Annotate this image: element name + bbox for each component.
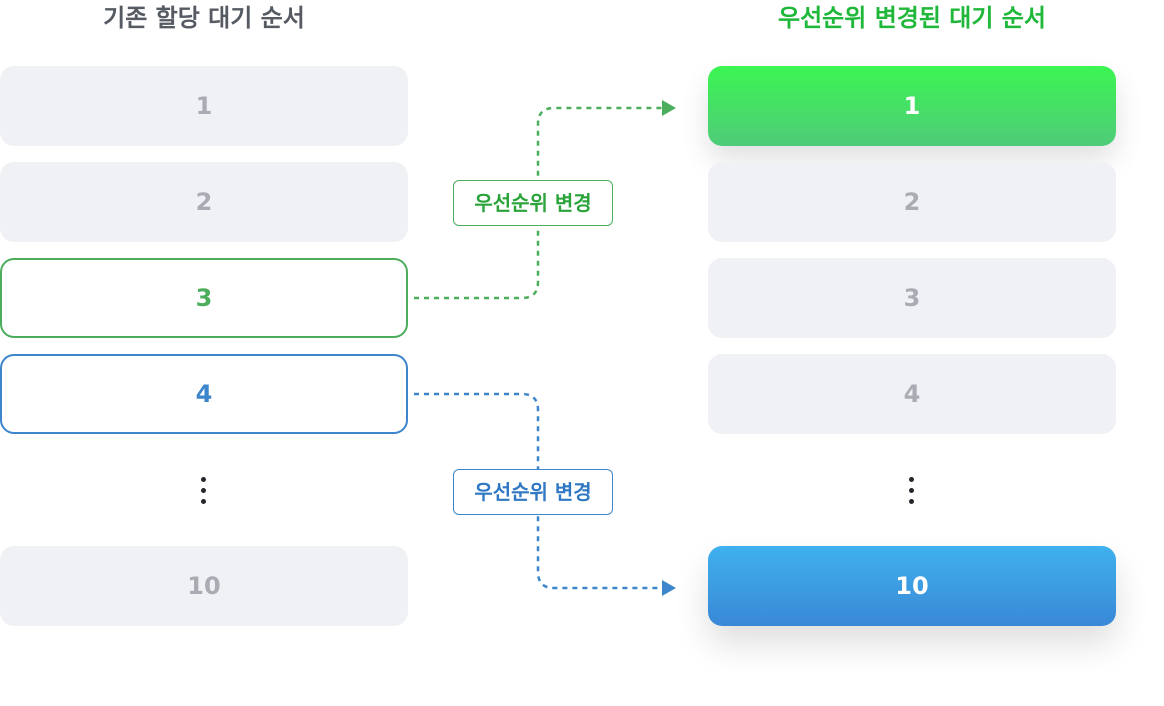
left-item-1: 1 — [0, 66, 408, 146]
original-order-heading: 기존 할당 대기 순서 — [103, 4, 305, 32]
left-item-3-highlighted: 3 — [0, 258, 408, 338]
priority-change-label-blue: 우선순위 변경 — [453, 469, 613, 515]
blue-arrowhead — [662, 580, 676, 596]
right-item-2: 2 — [708, 162, 1116, 242]
right-ellipsis — [909, 477, 915, 510]
left-item-10: 10 — [0, 546, 408, 626]
right-item-4: 4 — [708, 354, 1116, 434]
green-arrowhead — [662, 100, 676, 116]
changed-order-heading: 우선순위 변경된 대기 순서 — [778, 4, 1046, 32]
right-item-3: 3 — [708, 258, 1116, 338]
left-item-2: 2 — [0, 162, 408, 242]
left-item-4-highlighted: 4 — [0, 354, 408, 434]
priority-change-label-green: 우선순위 변경 — [453, 180, 613, 226]
right-item-1-promoted: 1 — [708, 66, 1116, 146]
right-item-10-demoted: 10 — [708, 546, 1116, 626]
left-ellipsis — [201, 477, 207, 510]
